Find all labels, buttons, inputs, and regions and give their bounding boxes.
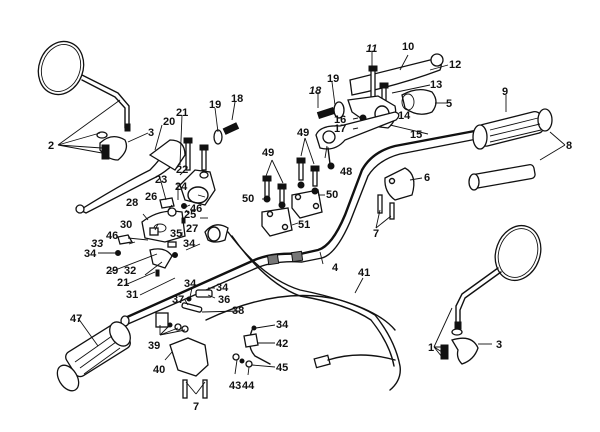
label-4: 4 <box>332 262 339 274</box>
label-34: 34 <box>84 248 97 260</box>
label-49: 49 <box>297 127 309 139</box>
label-35: 35 <box>170 228 182 240</box>
label-8: 8 <box>566 140 572 152</box>
clutch-lever <box>75 139 186 214</box>
wire-harness <box>205 231 401 391</box>
grip-right <box>472 108 553 150</box>
handlebar-holder-right <box>291 157 323 219</box>
throttle-housing <box>315 111 400 170</box>
label-11: 11 <box>366 43 377 55</box>
label-26: 26 <box>145 191 157 203</box>
label-49: 49 <box>262 147 274 159</box>
label-21: 21 <box>176 107 188 119</box>
label-44: 44 <box>242 380 255 392</box>
mirror-right <box>454 224 542 330</box>
label-40: 40 <box>153 364 165 376</box>
label-39: 39 <box>148 340 160 352</box>
mirror-right-mount <box>440 328 479 365</box>
label-13: 13 <box>430 79 442 91</box>
switch-lower-assembly <box>155 289 259 399</box>
label-50: 50 <box>326 189 338 201</box>
label-43: 43 <box>229 380 241 392</box>
label-9: 9 <box>502 86 508 98</box>
mirror-left <box>37 40 131 132</box>
label-7: 7 <box>193 401 199 413</box>
label-51: 51 <box>298 219 310 231</box>
label-37: 37 <box>172 294 184 306</box>
label-19: 19 <box>209 99 221 111</box>
label-31: 31 <box>126 289 138 301</box>
label-20: 20 <box>163 116 175 128</box>
left-switch-housing <box>115 197 187 277</box>
label-34: 34 <box>216 282 229 294</box>
label-5: 5 <box>446 98 452 110</box>
label-19: 19 <box>327 73 339 85</box>
label-1: 1 <box>428 342 434 354</box>
label-6: 6 <box>424 172 430 184</box>
label-21: 21 <box>117 277 129 289</box>
label-24: 24 <box>175 181 188 193</box>
label-34: 34 <box>183 238 196 250</box>
label-12: 12 <box>449 59 461 71</box>
clutch-perch <box>179 137 216 206</box>
handlebar <box>120 128 483 327</box>
grip-left <box>56 321 131 392</box>
cable-guide <box>204 224 229 243</box>
label-16: 16 <box>334 114 346 126</box>
reservoir-cap <box>401 88 437 115</box>
label-33: 33 <box>91 238 103 250</box>
label-36: 36 <box>218 294 230 306</box>
label-25: 25 <box>184 209 196 221</box>
label-14: 14 <box>398 110 411 122</box>
label-30: 30 <box>120 219 132 231</box>
label-32: 32 <box>124 265 136 277</box>
label-3: 3 <box>496 339 502 351</box>
label-18: 18 <box>231 93 243 105</box>
label-47: 47 <box>70 313 82 325</box>
label-28: 28 <box>126 197 138 209</box>
label-18: 18 <box>309 85 322 97</box>
label-10: 10 <box>402 41 414 53</box>
label-41: 41 <box>358 267 370 279</box>
label-27: 27 <box>186 223 198 235</box>
throttle-sleeve <box>468 164 536 191</box>
label-34: 34 <box>184 278 197 290</box>
label-17: 17 <box>334 123 346 135</box>
label-23: 23 <box>155 174 167 186</box>
label-2: 2 <box>48 140 54 152</box>
label-45: 45 <box>276 362 288 374</box>
label-34: 34 <box>276 319 289 331</box>
leader-lines <box>57 52 566 395</box>
label-46: 46 <box>190 203 202 215</box>
label-15: 15 <box>410 129 422 141</box>
label-29: 29 <box>106 265 118 277</box>
label-42: 42 <box>276 338 288 350</box>
part-labels: 2 3 20 21 19 18 11 10 12 19 18 13 5 14 1… <box>48 41 572 413</box>
label-38: 38 <box>232 305 244 317</box>
label-48: 48 <box>340 166 352 178</box>
handlebar-holder-left <box>261 175 293 237</box>
label-50: 50 <box>242 193 254 205</box>
label-7: 7 <box>373 228 379 240</box>
label-22: 22 <box>176 164 188 176</box>
mirror-left-mount <box>96 131 128 161</box>
label-46: 46 <box>106 230 118 242</box>
label-3: 3 <box>148 127 154 139</box>
switch-housing-right <box>377 167 415 220</box>
